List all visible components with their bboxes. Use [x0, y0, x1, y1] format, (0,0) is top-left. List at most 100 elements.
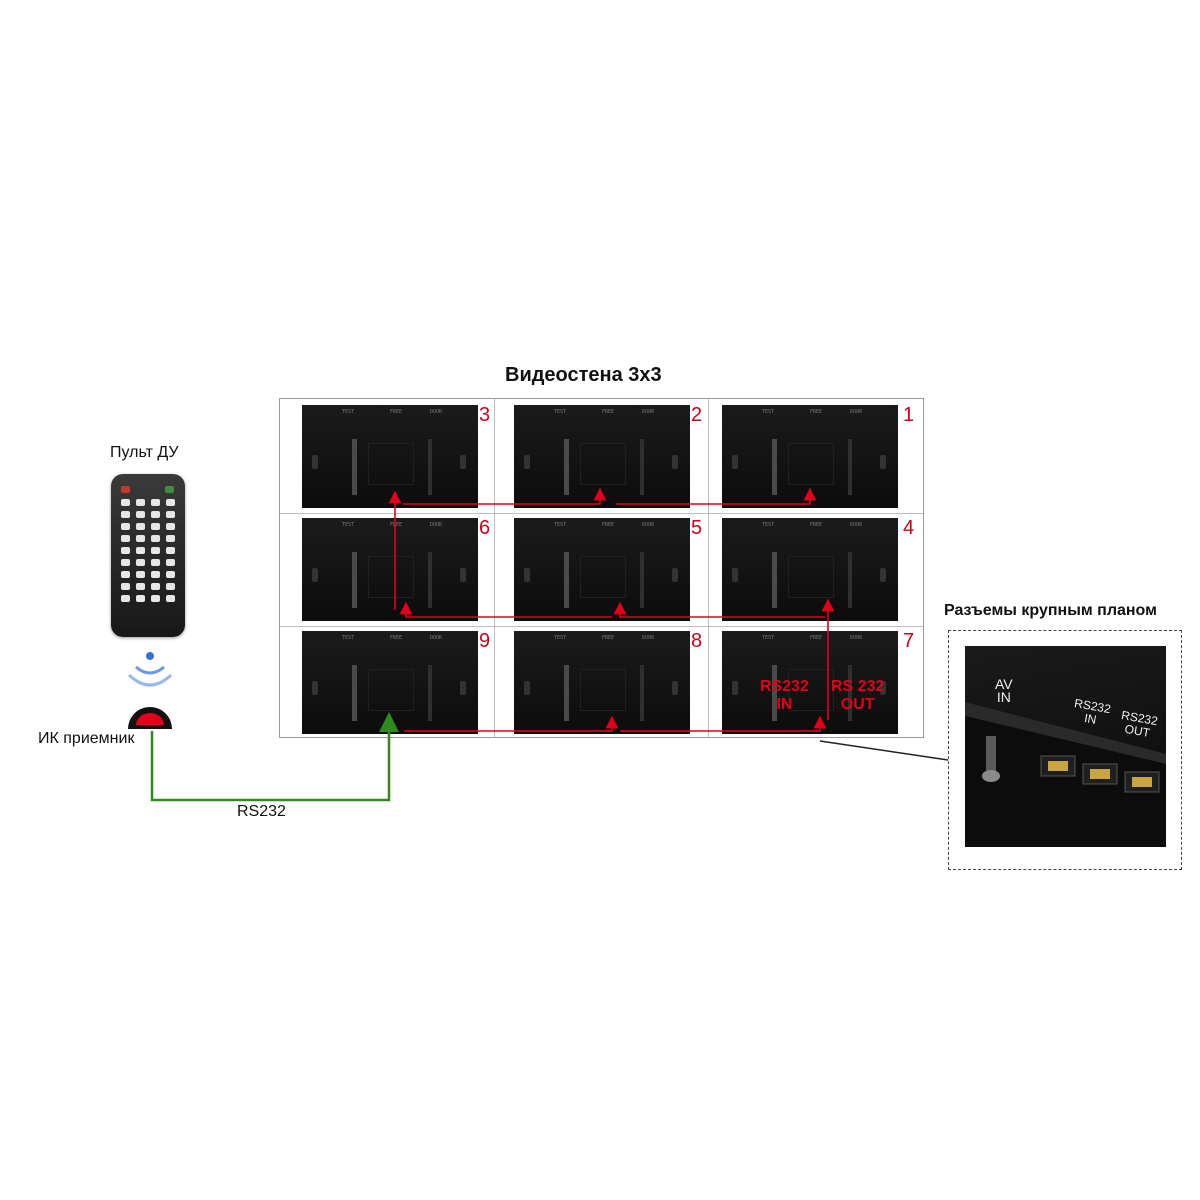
remote-key [121, 571, 130, 578]
panel-screen-label: DOOR [430, 635, 443, 641]
panel-screen-label: TEST [554, 409, 567, 415]
panel-number: 8 [691, 630, 703, 652]
panel-screen-label: DOOR [850, 409, 863, 415]
remote-control-icon [111, 474, 185, 637]
remote-key [151, 595, 160, 602]
panel-detail [732, 568, 738, 582]
rs232-link-line [150, 712, 399, 802]
closeup-title: Разъемы крупным планом [944, 602, 1157, 619]
remote-key [136, 583, 145, 590]
remote-key [121, 511, 130, 518]
panel-detail [788, 556, 834, 598]
remote-key [166, 595, 175, 602]
panel-detail [580, 669, 626, 711]
panel-screen-label: TEST [554, 522, 567, 528]
panel-number: 7 [903, 630, 915, 652]
panel-screen-label: TEST [762, 522, 775, 528]
remote-key [166, 547, 175, 554]
panel-detail [524, 455, 530, 469]
panel-detail [428, 552, 432, 608]
remote-key [136, 535, 145, 542]
panel-detail [312, 681, 318, 695]
panel-detail [672, 681, 678, 695]
panel-detail [564, 439, 569, 495]
remote-key [151, 511, 160, 518]
panel-screen-label: FREE [602, 635, 615, 641]
panel-detail [788, 443, 834, 485]
panel-detail [848, 552, 852, 608]
panel-number: 2 [691, 404, 703, 426]
remote-key [121, 535, 130, 542]
panel-detail [460, 681, 466, 695]
panel-detail [732, 455, 738, 469]
panel-detail [672, 568, 678, 582]
panel-detail [772, 552, 777, 608]
panel-detail [312, 568, 318, 582]
panel-detail [352, 552, 357, 608]
remote-key [121, 523, 130, 530]
panel-number: 1 [903, 404, 915, 426]
remote-key [166, 571, 175, 578]
panel-detail [788, 669, 834, 711]
panel-number: 4 [903, 517, 915, 539]
remote-key [166, 583, 175, 590]
remote-key [136, 547, 145, 554]
ir-receiver-label: ИК приемник [38, 730, 135, 747]
remote-key [121, 547, 130, 554]
panel-detail [368, 443, 414, 485]
panel-detail [580, 556, 626, 598]
panel-screen-label: DOOR [642, 522, 655, 528]
panel-screen-label: FREE [390, 409, 403, 415]
panel-screen-label: TEST [762, 409, 775, 415]
remote-key [151, 499, 160, 506]
remote-key [121, 595, 130, 602]
remote-key [166, 499, 175, 506]
panel-detail [428, 439, 432, 495]
panel-detail [368, 669, 414, 711]
panel-detail [352, 665, 357, 721]
panel-detail [772, 665, 777, 721]
panel-screen-label: TEST [342, 522, 355, 528]
panel-screen-label: TEST [554, 635, 567, 641]
panel-screen-label: FREE [810, 635, 823, 641]
wall-title: Видеостена 3x3 [505, 364, 662, 386]
remote-key [151, 547, 160, 554]
panel-detail [428, 665, 432, 721]
remote-key [151, 523, 160, 530]
ir-receiver-icon [127, 652, 173, 729]
panel-detail [460, 568, 466, 582]
panel-detail [640, 552, 644, 608]
panel-detail [640, 665, 644, 721]
panel-detail [524, 568, 530, 582]
panel-detail [312, 455, 318, 469]
remote-key [151, 571, 160, 578]
rs232-daisy-chain [388, 487, 835, 732]
closeup-frame [948, 630, 1182, 870]
panel-screen-label: FREE [810, 522, 823, 528]
panel-detail [880, 681, 886, 695]
panel-detail [848, 439, 852, 495]
panel-screen-label: FREE [810, 409, 823, 415]
remote-key [166, 523, 175, 530]
panel-screen-label: FREE [390, 635, 403, 641]
panel-screen-label: DOOR [642, 409, 655, 415]
panel-detail [564, 552, 569, 608]
remote-key [166, 535, 175, 542]
remote-key [151, 583, 160, 590]
panel-detail [772, 439, 777, 495]
panel-detail [352, 439, 357, 495]
panel-number: 6 [479, 517, 491, 539]
panel-screen-label: TEST [342, 409, 355, 415]
panel-screen-label: FREE [602, 409, 615, 415]
panel-detail [880, 568, 886, 582]
panel-detail [580, 443, 626, 485]
remote-key [166, 559, 175, 566]
